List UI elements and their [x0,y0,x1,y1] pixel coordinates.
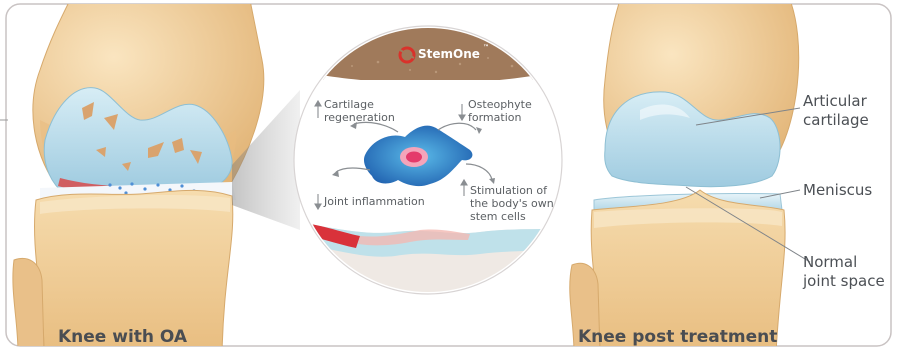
label-articular-cartilage: Articular cartilage [803,92,869,130]
caption-knee-with-oa: Knee with OA [58,327,187,347]
label-stimulation-stem-cells: Stimulation of the body's own stem cells [470,184,554,223]
brand-name: StemOne [418,47,480,61]
label-meniscus: Meniscus [803,181,872,200]
brand-trademark: ™ [483,44,489,51]
caption-knee-post-treatment: Knee post treatment [578,327,777,347]
label-normal-joint-space: Normal joint space [803,253,885,291]
label-osteophyte-formation: Osteophyte formation [468,98,532,124]
label-joint-inflammation: Joint inflammation [324,195,425,208]
label-cartilage-regeneration: Cartilage regeneration [324,98,395,124]
